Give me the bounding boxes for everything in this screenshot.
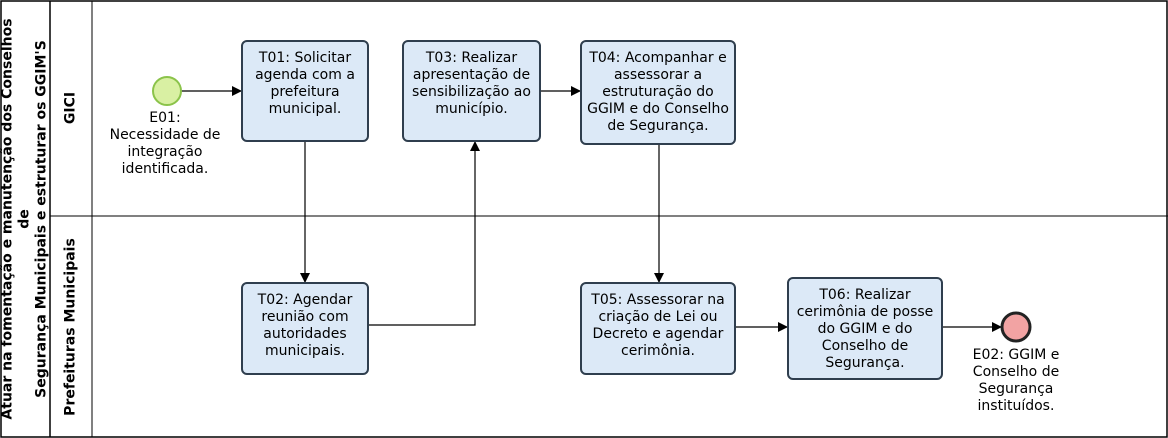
- task-t03[interactable]: T03: Realizar apresentação de sensibiliz…: [402, 40, 541, 142]
- task-t06[interactable]: T06: Realizar cerimônia de posse do GGIM…: [787, 277, 943, 380]
- end-event[interactable]: [1000, 311, 1032, 343]
- start-event-label: E01: Necessidade de integração identific…: [109, 110, 221, 177]
- task-t04[interactable]: T04: Acompanhar e assessorar a estrutura…: [580, 40, 736, 145]
- task-t02[interactable]: T02: Agendar reunião com autoridades mun…: [241, 282, 369, 375]
- flow-t02-t03: [369, 141, 480, 326]
- pool-title: Atuar na fomentação e manutenção dos Con…: [0, 18, 50, 420]
- lane-label-gici: GICI: [62, 91, 79, 125]
- task-t05[interactable]: T05: Assessorar na criação de Lei ou Dec…: [580, 282, 736, 375]
- task-t01[interactable]: T01: Solicitar agenda com a prefeitura m…: [241, 40, 369, 142]
- start-event[interactable]: [152, 76, 182, 106]
- end-event-label: E02: GGIM e Conselho de Segurança instit…: [972, 347, 1060, 414]
- lane-label-prefeituras: Prefeituras Municipais: [62, 238, 79, 416]
